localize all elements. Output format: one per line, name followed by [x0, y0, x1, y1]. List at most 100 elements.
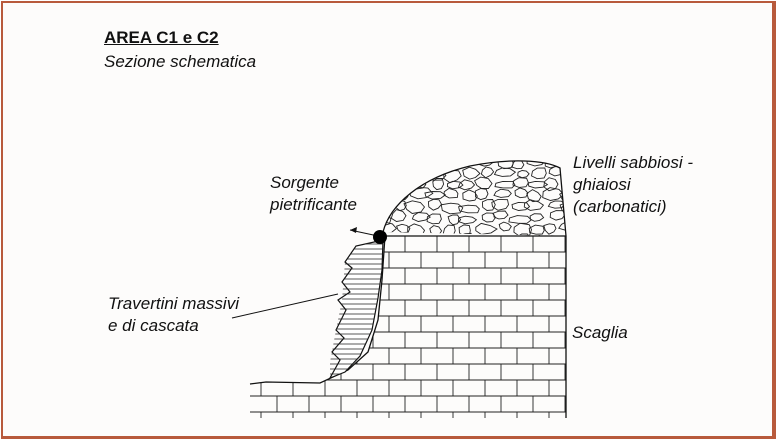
spring-point-marker — [373, 230, 387, 244]
gravel-outline — [382, 160, 567, 237]
gravel-pebble — [458, 160, 475, 166]
gravel-pebble — [462, 166, 481, 180]
gravel-pebble — [411, 212, 431, 222]
label-livelli-sabbiosi-ghiaiosi: Livelli sabbiosi - ghiaiosi (carbonatici… — [573, 153, 693, 216]
gravel-pebble — [559, 201, 566, 215]
gravel-pebble — [481, 212, 497, 223]
label-sorgente-pietrificante: Sorgente pietrificante — [270, 173, 357, 214]
gravel-pebble — [403, 200, 426, 214]
gravel-pebble — [514, 187, 529, 199]
gravel-pebble — [527, 180, 549, 189]
gravel-pebble — [458, 224, 471, 236]
label-travertini: Travertini massivi e di cascata — [108, 294, 239, 335]
diagram-subtitle: Sezione schematica — [104, 52, 257, 71]
gravel-pebble — [397, 160, 410, 169]
gravel-pebble — [408, 186, 434, 200]
gravel-pebble — [407, 223, 426, 236]
gravel-pebble — [558, 221, 566, 231]
gravel-pebble — [397, 170, 414, 180]
gravel-pebble — [493, 167, 517, 177]
gravel-pebble — [498, 221, 512, 232]
gravel-pebble — [383, 202, 392, 211]
gravel-pebble — [474, 176, 493, 189]
gravel-pebble — [516, 233, 531, 236]
gravel-pebble — [406, 168, 423, 180]
gravel-pebble — [415, 160, 430, 170]
gravel-pebble — [497, 160, 514, 170]
gravel-pebble — [549, 210, 566, 221]
gravel-pebble — [523, 199, 545, 211]
gravel-pebble — [530, 167, 547, 180]
gravel-pebble — [526, 189, 542, 203]
scaglia-outline — [249, 235, 567, 418]
gravel-pebble — [424, 235, 439, 236]
gravel-pebble — [432, 178, 445, 191]
gravel-pebble — [480, 166, 495, 179]
gravel-pebble — [447, 214, 462, 226]
gravel-pebble — [383, 166, 394, 176]
gravel-pebble — [511, 160, 525, 170]
travertine-leader-line — [231, 293, 339, 319]
gravel-pebble — [396, 223, 411, 234]
gravel-pebble — [390, 209, 407, 222]
gravel-pebble — [517, 170, 530, 179]
gravel-pebble — [493, 188, 512, 198]
gravel-pebble — [494, 180, 516, 189]
gravel-pebble — [508, 215, 532, 224]
gravel-pebble — [512, 177, 529, 188]
gravel-pebble — [429, 225, 443, 236]
gravel-pebble — [534, 235, 547, 236]
scaglia-bedrock — [250, 236, 566, 418]
gravel-pebble — [529, 213, 545, 222]
gravel-pebble — [410, 233, 434, 236]
gravel-pebble — [383, 190, 393, 204]
gravel-pebble — [426, 213, 442, 225]
gravel-pebble — [543, 177, 559, 192]
gravel-pebble — [457, 215, 478, 225]
gravel-pebble — [542, 187, 565, 201]
spring-arrow-head — [350, 227, 357, 233]
diagram-title: AREA C1 e C2 — [104, 28, 219, 47]
gravel-pebble — [543, 223, 557, 235]
gravel-pebble — [383, 179, 392, 189]
gravel-layer — [383, 160, 566, 236]
gravel-pebble — [513, 222, 532, 236]
gravel-pebble — [474, 188, 489, 201]
gravel-pebble — [383, 160, 391, 167]
gravel-pebble — [462, 189, 478, 202]
gravel-pebble — [477, 160, 494, 167]
gravel-pebble — [443, 169, 462, 184]
gravel-pebble — [383, 213, 392, 227]
gravel-pebble — [493, 210, 509, 220]
label-scaglia: Scaglia — [572, 323, 628, 342]
gravel-pebble — [494, 235, 512, 236]
gravel-pebble — [547, 200, 566, 209]
gravel-pebble — [441, 160, 460, 170]
gravel-pebble — [526, 160, 547, 167]
gravel-pebble — [542, 235, 566, 236]
gravel-pebble — [446, 180, 464, 190]
gravel-pebble — [481, 199, 496, 211]
gravel-pebble — [559, 189, 566, 204]
gravel-pebble — [395, 234, 411, 236]
gravel-pebble — [457, 179, 476, 191]
gravel-pebble — [443, 188, 459, 199]
gravel-pebble — [491, 198, 509, 211]
gravel-pebble — [459, 232, 473, 236]
gravel-pebble — [475, 234, 499, 236]
gravel-pebble — [511, 201, 531, 211]
gravel-pebble — [427, 198, 443, 211]
gravel-pebble — [440, 202, 464, 215]
gravel-pebble — [424, 191, 447, 200]
gravel-pebble — [528, 224, 545, 235]
gravel-pebble — [394, 181, 412, 192]
gravel-pebble — [475, 222, 498, 235]
gravel-pebble — [548, 166, 566, 177]
gravel-pebble — [442, 224, 456, 236]
gravel-pebble — [458, 204, 480, 214]
gravel-pebble — [438, 233, 460, 236]
gravel-pebble — [432, 160, 446, 169]
